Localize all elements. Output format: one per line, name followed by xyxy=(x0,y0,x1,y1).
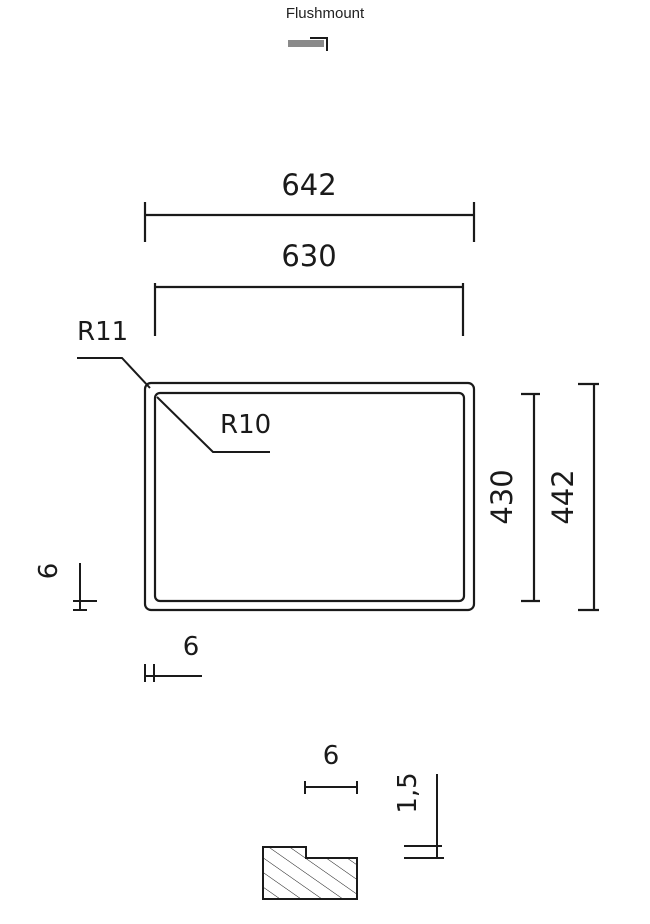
inner-radius-label: R10 xyxy=(220,410,271,440)
outer-height-dimension xyxy=(578,382,599,612)
bottom-offset-dimension xyxy=(73,563,97,611)
sink-inner-outline xyxy=(153,391,466,603)
inner-height-dimension xyxy=(521,392,540,603)
profile-width-dimension xyxy=(304,781,358,794)
profile-width-label: 6 xyxy=(323,741,340,771)
title: Flushmount xyxy=(285,5,365,22)
outer-radius-label: R11 xyxy=(77,317,128,347)
inner-height-label: 430 xyxy=(485,469,519,524)
outer-height-label: 442 xyxy=(546,469,580,524)
flushmount-icon xyxy=(288,37,328,51)
profile-depth-label: 1,5 xyxy=(393,772,423,813)
inner-width-dimension xyxy=(153,283,465,336)
profile-depth-dimension xyxy=(404,774,444,859)
sink-edge-profile xyxy=(262,846,358,900)
outer-radius-leader xyxy=(77,357,151,389)
left-offset-dimension xyxy=(144,664,202,682)
outer-width-label: 642 xyxy=(281,168,336,202)
left-offset-label: 6 xyxy=(183,632,200,662)
sink-outer-outline xyxy=(143,381,476,612)
inner-radius-leader xyxy=(156,396,270,453)
bottom-offset-label: 6 xyxy=(34,563,64,580)
outer-width-dimension xyxy=(143,202,476,242)
inner-width-label: 630 xyxy=(281,239,336,273)
